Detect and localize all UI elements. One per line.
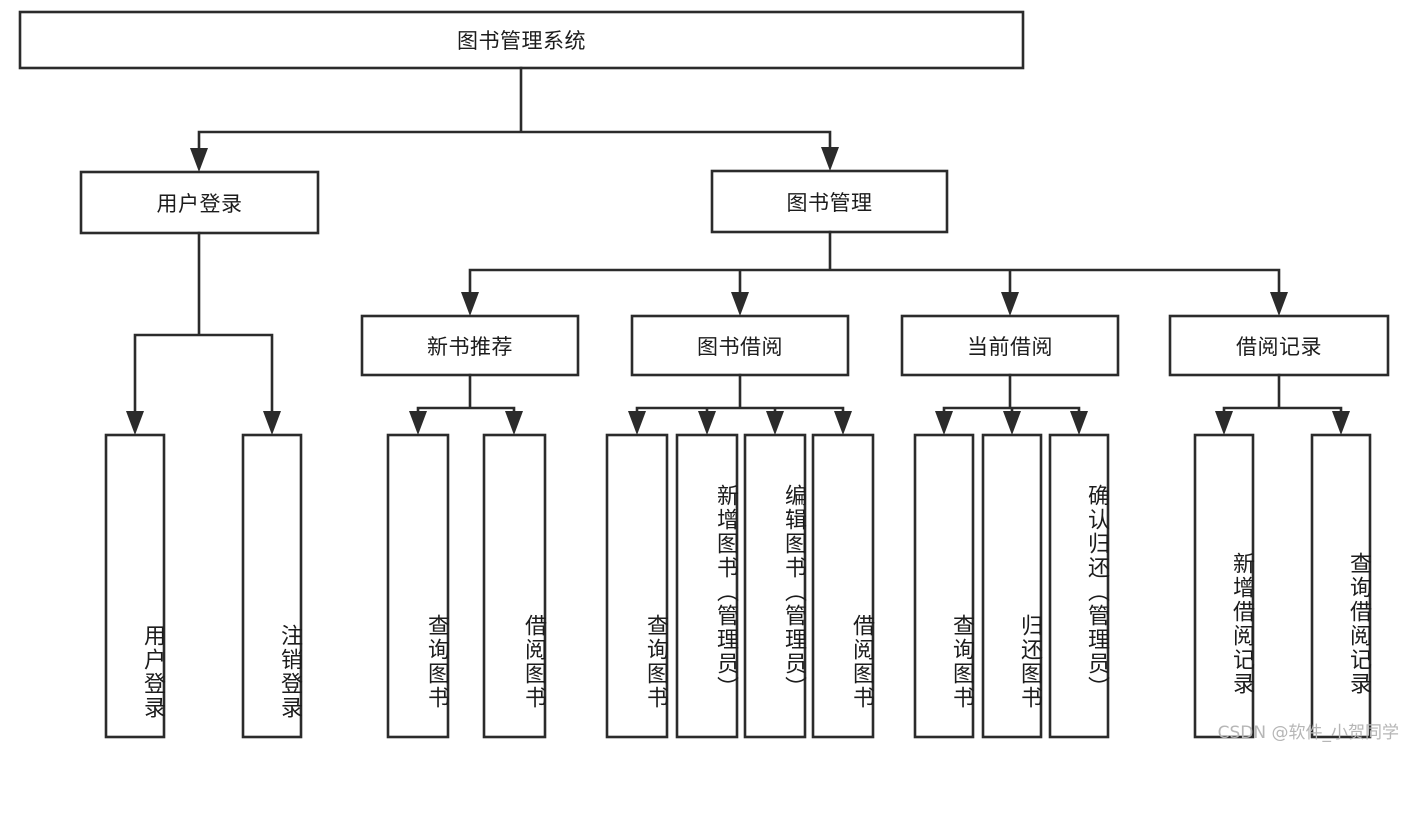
node-box-leaf-logout-login[interactable] bbox=[241, 433, 303, 739]
diagram-canvas-root: 图书管理系统 用户登录 图书管理 新书推荐 图书借阅 当前借阅 借阅记录 用户登… bbox=[18, 10, 1399, 743]
connector-new-book-recommend-to-leaves bbox=[409, 373, 523, 435]
node-box-leaf-add-record[interactable] bbox=[1193, 433, 1255, 739]
node-box-borrow-record[interactable] bbox=[1168, 314, 1390, 377]
connector-user-login-to-leaves bbox=[126, 231, 281, 435]
node-box-leaf-edit-book[interactable] bbox=[743, 433, 807, 739]
node-box-leaf-confirm-return[interactable] bbox=[1048, 433, 1110, 739]
node-box-leaf-query-book-2[interactable] bbox=[605, 433, 669, 739]
node-box-book-borrow[interactable] bbox=[630, 314, 850, 377]
node-box-leaf-return-book[interactable] bbox=[981, 433, 1043, 739]
node-box-leaf-query-book-1[interactable] bbox=[386, 433, 450, 739]
node-box-new-book-recommend[interactable] bbox=[360, 314, 580, 377]
node-box-leaf-query-book-3[interactable] bbox=[913, 433, 975, 739]
node-box-leaf-add-book[interactable] bbox=[675, 433, 739, 739]
node-box-user-login[interactable] bbox=[79, 170, 320, 235]
node-box-current-borrow[interactable] bbox=[900, 314, 1120, 377]
connector-root-to-level1 bbox=[190, 66, 839, 172]
hierarchy-diagram-svg bbox=[18, 10, 1390, 739]
node-box-book-manage[interactable] bbox=[710, 169, 949, 234]
connector-book-manage-to-level2 bbox=[461, 230, 1288, 316]
node-box-leaf-query-record[interactable] bbox=[1310, 433, 1372, 739]
connector-borrow-record-to-leaves bbox=[1215, 373, 1350, 435]
node-box-leaf-borrow-book-2[interactable] bbox=[811, 433, 875, 739]
node-box-leaf-borrow-book-1[interactable] bbox=[482, 433, 547, 739]
node-box-leaf-user-login[interactable] bbox=[104, 433, 166, 739]
node-box-root[interactable] bbox=[18, 10, 1025, 70]
connector-current-borrow-to-leaves bbox=[935, 373, 1088, 435]
connector-book-borrow-to-leaves bbox=[628, 373, 852, 435]
